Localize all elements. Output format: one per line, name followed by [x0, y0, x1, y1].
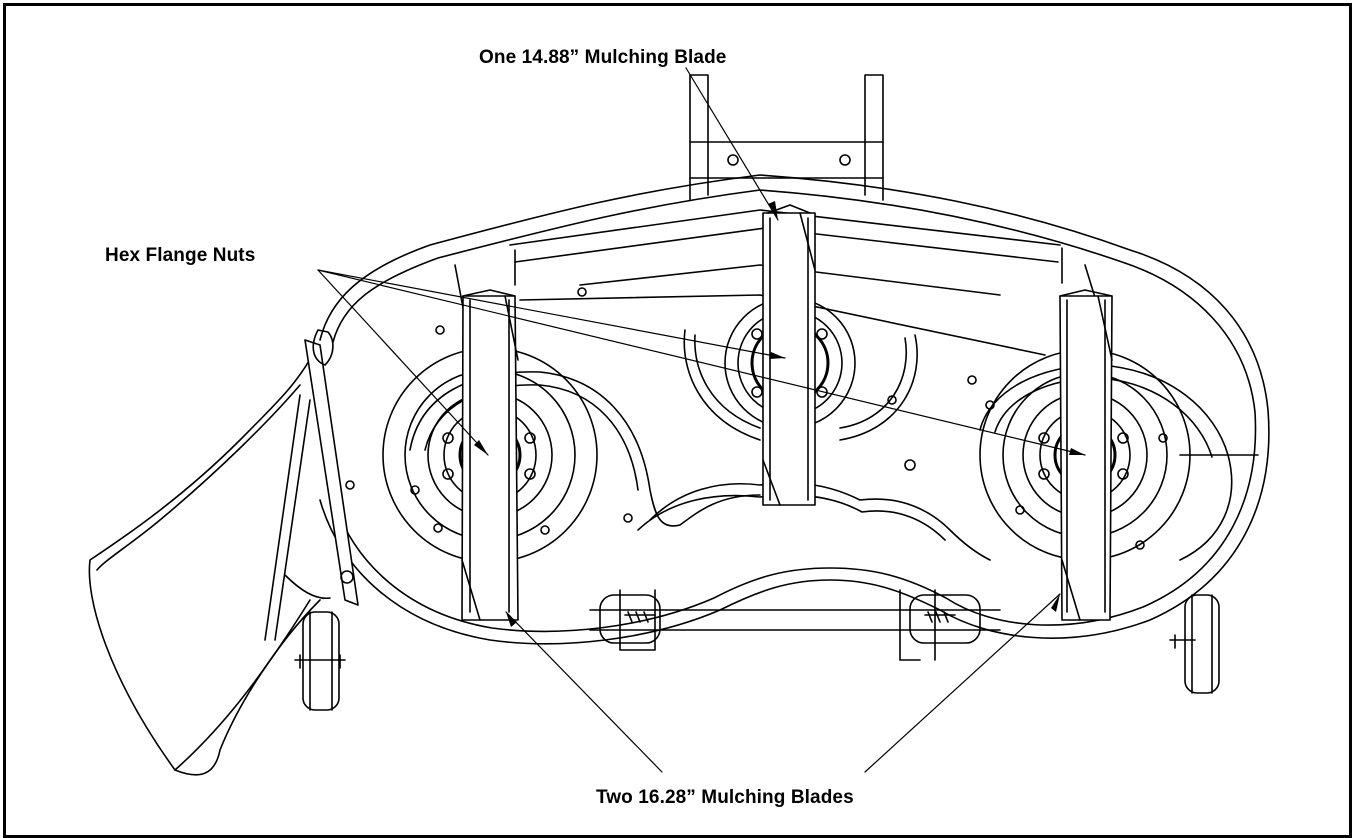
deck-handle — [689, 74, 884, 201]
left-blade — [461, 289, 519, 621]
gauge-wheels — [294, 594, 1220, 711]
deck-holes — [345, 287, 1168, 550]
callout-side-blades: Two 16.28” Mulching Blades — [596, 787, 854, 808]
center-blade — [762, 204, 816, 506]
rear-hitch — [589, 589, 1001, 661]
right-blade — [1059, 289, 1113, 621]
leader-arrowheads — [474, 201, 1085, 627]
leader-lines — [317, 67, 1086, 773]
callout-center-blade: One 14.88” Mulching Blade — [479, 47, 727, 68]
callout-hex-flange-nuts: Hex Flange Nuts — [105, 245, 256, 266]
diagram-frame — [3, 3, 1352, 838]
discharge-chute — [88, 329, 359, 776]
